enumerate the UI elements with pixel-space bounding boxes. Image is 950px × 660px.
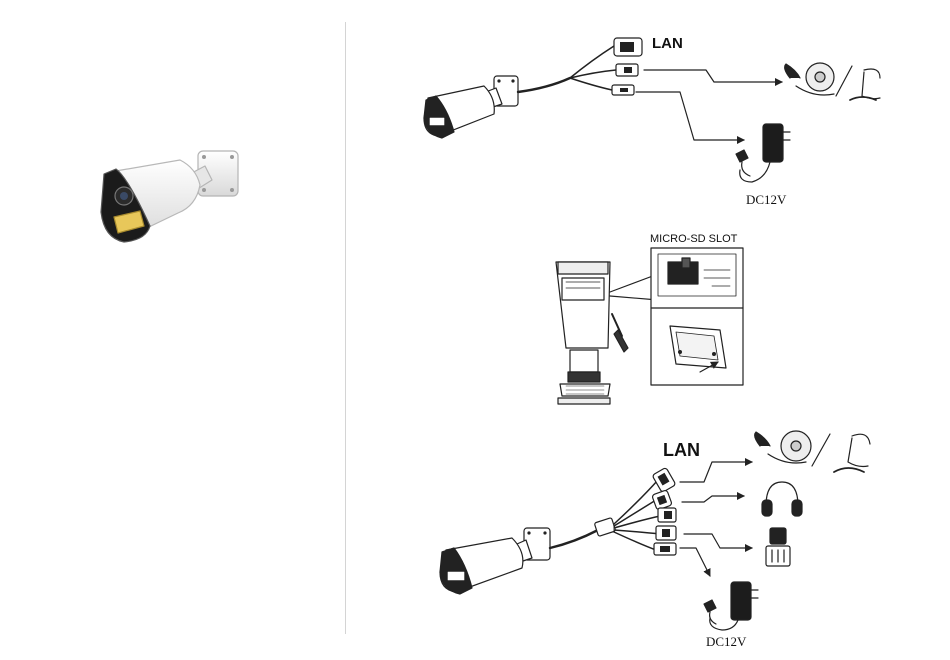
figure-3-wiring xyxy=(440,431,870,630)
alarm-terminal-icon xyxy=(766,528,790,566)
fig3-lan-label: LAN xyxy=(663,440,700,460)
fig1-camera xyxy=(424,76,518,138)
fig3-camera xyxy=(440,528,550,594)
fig1-power-adapter xyxy=(736,124,790,182)
fig3-microphone xyxy=(755,431,870,472)
fig2-slot-label: MICRO-SD SLOT xyxy=(650,233,738,245)
figure-1-wiring xyxy=(424,38,880,182)
fig1-microphone xyxy=(785,63,880,100)
fig3-power-label: DC12V xyxy=(706,634,747,649)
headphones-icon xyxy=(762,482,802,516)
camera-product-photo xyxy=(101,151,238,242)
fig1-power-label: DC12V xyxy=(746,192,787,207)
fig1-lan-label: LAN xyxy=(652,35,683,52)
fig3-power-adapter xyxy=(704,582,758,630)
figure-2-microsd xyxy=(556,248,743,404)
fig2-camera xyxy=(556,262,610,404)
